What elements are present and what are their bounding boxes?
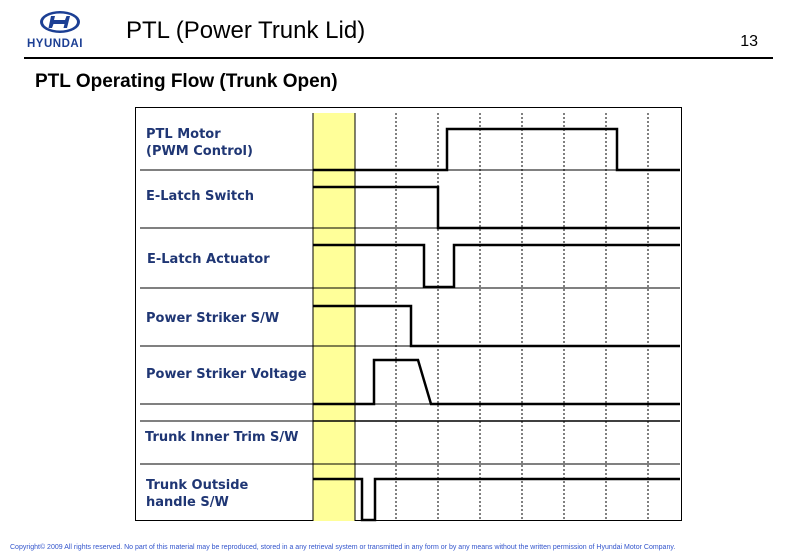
signal-label-line1: PTL Motor	[146, 127, 221, 142]
highlight-window	[313, 113, 355, 521]
waveform-power-striker-voltage	[313, 358, 680, 406]
signal-label-e-latch-switch: E-Latch Switch	[146, 188, 254, 205]
page-number: 13	[740, 33, 758, 50]
signal-label-line1: Trunk Outside	[146, 478, 249, 493]
waveform-e-latch-switch	[313, 185, 680, 230]
signal-label-power-striker-sw: Power Striker S/W	[146, 310, 279, 327]
waveform-power-striker-sw	[313, 304, 680, 348]
signal-label-line1: Power Striker S/W	[146, 311, 280, 326]
time-grid	[312, 113, 649, 521]
signal-label-line2: handle S/W	[146, 495, 229, 510]
title-divider	[24, 57, 773, 59]
logo-wordmark: HYUNDAI	[27, 38, 83, 50]
waveform-ptl-motor	[313, 127, 680, 172]
hyundai-logo-icon	[40, 11, 80, 33]
signal-label-trunk-inner-trim-sw: Trunk Inner Trim S/W	[145, 429, 298, 446]
copyright-notice: Copyright© 2009 All rights reserved. No …	[10, 544, 676, 551]
signal-label-ptl-motor: PTL Motor (PWM Control)	[146, 126, 253, 160]
signal-label-power-striker-voltage: Power Striker Voltage	[146, 366, 307, 383]
signal-label-trunk-outside-handle-sw: Trunk Outside handle S/W	[146, 477, 248, 511]
signal-label-line1: Power Striker Voltage	[146, 367, 307, 382]
waveform-trunk-outside-handle	[313, 477, 680, 522]
section-subtitle: PTL Operating Flow (Trunk Open)	[35, 71, 338, 92]
waveform-e-latch-actuator	[313, 243, 680, 289]
signal-label-line1: E-Latch Actuator	[147, 252, 270, 267]
signal-label-line2: (PWM Control)	[146, 144, 253, 159]
signal-label-e-latch-actuator: E-Latch Actuator	[147, 251, 270, 268]
timing-diagram	[135, 107, 682, 521]
signal-label-line1: E-Latch Switch	[146, 189, 255, 204]
signal-label-line1: Trunk Inner Trim S/W	[145, 430, 299, 445]
slide-title: PTL (Power Trunk Lid)	[126, 17, 366, 44]
